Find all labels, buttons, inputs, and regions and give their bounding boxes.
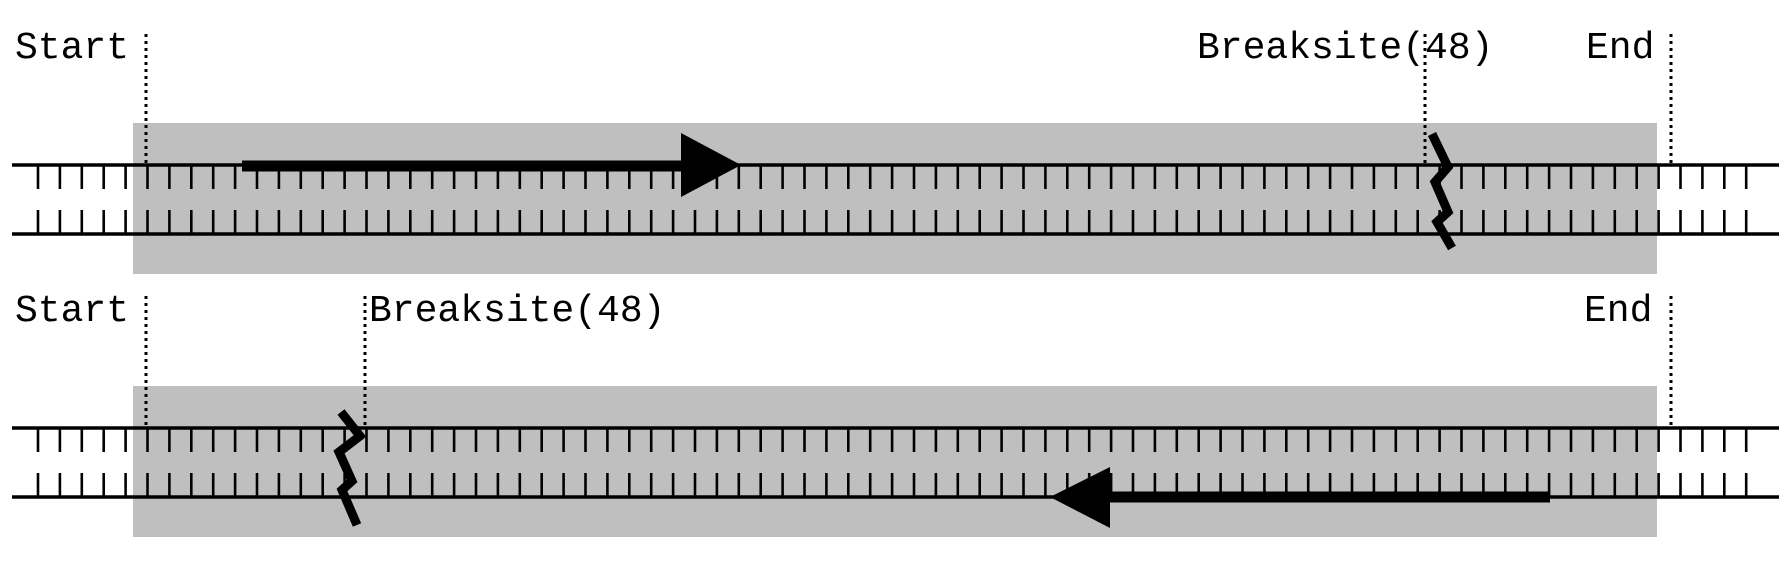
region-highlight [133,386,1657,537]
forward-primer-arrow-icon [242,133,741,197]
start-label: Start [15,290,129,333]
region-highlight [133,123,1657,274]
end-label: End [1584,290,1652,333]
end-label: End [1586,27,1654,70]
breaksite-label: Breaksite(48) [369,290,665,333]
track-reverse: Start Breaksite(48) End [12,290,1779,537]
reverse-primer-arrow-icon [1050,467,1550,528]
start-label: Start [15,27,129,70]
break-zigzag-icon [333,409,367,527]
breaksite-label: Breaksite(48) [1197,27,1493,70]
base-pair-ticks [36,428,1748,497]
break-zigzag-icon [1427,132,1456,251]
base-pair-ticks [36,165,1748,234]
track-forward: Start Breaksite(48) End [12,27,1779,274]
